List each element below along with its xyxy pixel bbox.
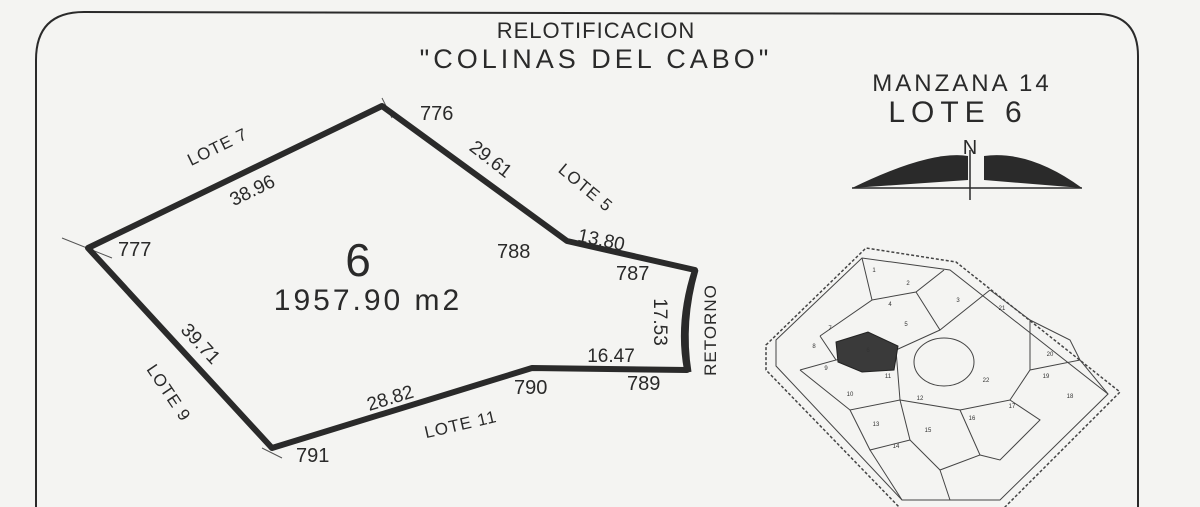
point-791: 791	[296, 445, 329, 467]
lot-boundary	[85, 103, 698, 451]
point-787: 787	[616, 263, 649, 285]
north-label: N	[963, 137, 977, 159]
title-line-2: "COLINAS DEL CABO"	[420, 44, 773, 74]
point-788: 788	[497, 241, 530, 263]
dim-788-787: 13.80	[576, 225, 627, 255]
dim-789-790: 16.47	[587, 346, 635, 367]
location-map-lot-10: 10	[847, 392, 854, 398]
frame-border	[35, 10, 1139, 507]
location-map-lot-4: 4	[888, 302, 892, 308]
manzana-label: MANZANA 14	[872, 70, 1051, 97]
location-map-lot-9: 9	[824, 366, 828, 372]
location-map-lot-15: 15	[925, 428, 932, 434]
location-map-lot-20: 20	[1047, 352, 1054, 358]
location-map-lot-2: 2	[906, 281, 910, 287]
location-map-lot-22: 22	[983, 378, 990, 384]
location-map-lot-17: 17	[1009, 404, 1016, 410]
adjacent-lote-9: LOTE 9	[143, 361, 195, 425]
location-map-lot-5: 5	[904, 322, 908, 328]
lot-number: 6	[345, 234, 371, 286]
location-map-lot-8: 8	[812, 344, 816, 350]
location-map	[765, 247, 1122, 507]
location-map-lot-11: 11	[885, 374, 892, 380]
adjacent-retorno: RETORNO	[701, 284, 720, 376]
dim-787-789: 17.53	[649, 298, 670, 346]
adjacent-lote-7: LOTE 7	[184, 124, 250, 169]
location-map-lot-21: 21	[999, 306, 1006, 312]
adjacent-lote-11: LOTE 11	[423, 407, 499, 442]
point-776: 776	[420, 103, 453, 125]
location-map-lot-1: 1	[872, 268, 876, 274]
location-map-lot-3: 3	[956, 298, 960, 304]
point-790: 790	[514, 377, 547, 399]
north-arrow-icon: N	[852, 137, 1082, 200]
lot-area: 1957.90 m2	[274, 284, 462, 317]
dim-791-777: 39.71	[176, 320, 224, 369]
location-map-lot-19: 19	[1043, 374, 1050, 380]
location-map-lot-16: 16	[969, 416, 976, 422]
location-map-lot-6: 6	[866, 348, 870, 354]
location-map-lot-12: 12	[917, 396, 924, 402]
point-789: 789	[627, 373, 660, 395]
lote-label: LOTE 6	[888, 96, 1027, 129]
location-map-lot-18: 18	[1067, 394, 1074, 400]
title-line-1: RELOTIFICACION	[497, 18, 696, 43]
location-map-lot-14: 14	[893, 444, 900, 450]
point-777: 777	[118, 239, 151, 261]
location-map-lot-7: 7	[828, 326, 832, 332]
location-map-lot-13: 13	[873, 422, 880, 428]
location-map-highlight	[835, 331, 899, 373]
adjacent-lote-5: LOTE 5	[555, 160, 617, 216]
retorno-curve	[685, 269, 699, 373]
